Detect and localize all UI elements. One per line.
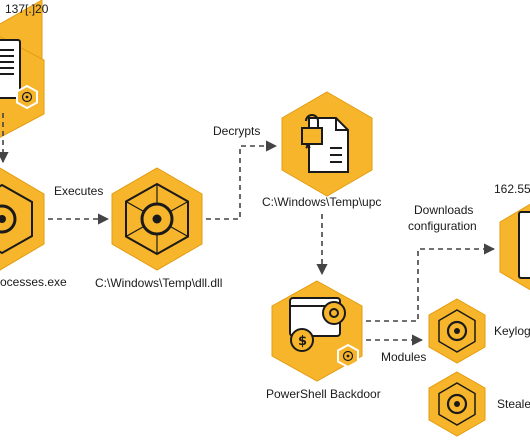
modules-label: Modules xyxy=(381,350,426,364)
server-node-right xyxy=(499,203,530,291)
decrypts-label: Decrypts xyxy=(213,124,260,138)
stealer-label: Steale xyxy=(497,397,530,411)
upc-path-label: C:\Windows\Temp\upc xyxy=(262,195,381,209)
stealer-node xyxy=(428,371,486,437)
executes-label: Executes xyxy=(54,184,103,198)
locked-document-icon xyxy=(301,114,349,173)
biohazard-badge-icon xyxy=(337,343,359,369)
flow-arrow-downloads-config xyxy=(366,243,496,322)
biohazard-icon xyxy=(125,182,189,256)
upc-node xyxy=(281,91,373,197)
biohazard-icon xyxy=(0,183,33,255)
dll-path-label: C:\Windows\Temp\dll.dll xyxy=(95,276,222,290)
dll-node xyxy=(111,167,203,271)
processes-exe-node xyxy=(0,167,45,271)
processes-exe-label: ocesses.exe xyxy=(0,275,67,289)
right-ip-label: 162.55 xyxy=(494,182,530,196)
biohazard-icon xyxy=(438,309,476,353)
server-icon xyxy=(0,39,21,99)
server-node-top xyxy=(0,0,45,138)
downloads-label-line1: Downloads xyxy=(414,203,473,217)
gears-icon: $ xyxy=(289,297,346,352)
biohazard-icon xyxy=(438,382,476,426)
keylogger-node xyxy=(428,298,486,364)
svg-text:$: $ xyxy=(298,334,307,349)
biohazard-badge-icon xyxy=(16,84,38,110)
downloads-label-line2: configuration xyxy=(408,219,477,233)
top-ip-label: 137[.]20 xyxy=(5,2,49,16)
keylogger-label: Keylog xyxy=(494,324,530,338)
server-icon xyxy=(518,211,530,279)
powershell-backdoor-label: PowerShell Backdoor xyxy=(266,387,381,401)
powershell-backdoor-node: $ xyxy=(271,280,363,382)
